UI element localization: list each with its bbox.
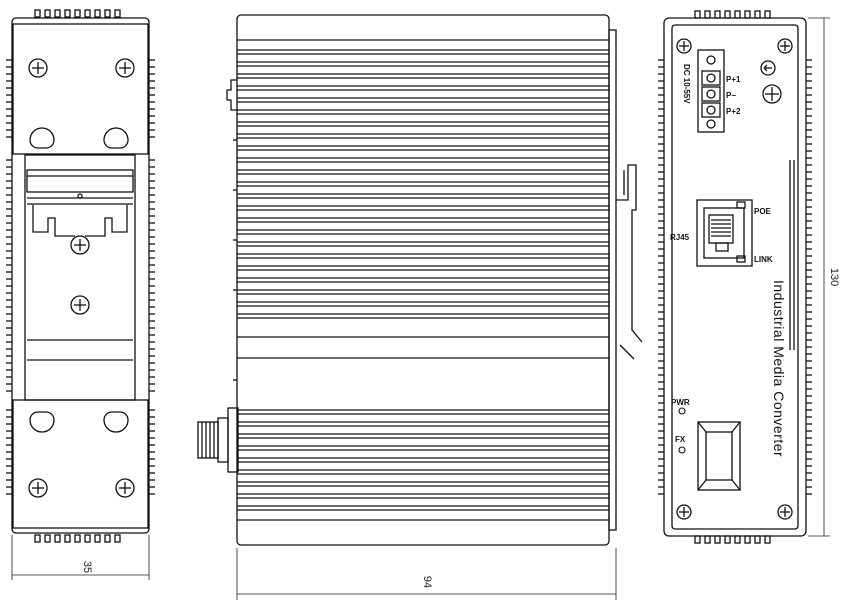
- notch-tooth: [74, 534, 81, 543]
- notch-tooth: [764, 535, 771, 544]
- notch-tooth: [704, 10, 711, 19]
- side-vent-ticks: [658, 59, 812, 495]
- mounting-slot-icon: [29, 127, 129, 433]
- notch-tooth: [764, 10, 771, 19]
- bottom-teeth: [694, 535, 771, 544]
- fx-led-icon: [678, 446, 686, 454]
- notch-tooth: [724, 535, 731, 544]
- notch-tooth: [54, 534, 61, 543]
- rj45-port-icon: [696, 199, 753, 267]
- notch-tooth: [34, 9, 41, 18]
- fx-led-label: FX: [675, 435, 686, 444]
- bottom-teeth: [34, 534, 121, 543]
- notch-tooth: [64, 9, 71, 18]
- dimension-width-middle: [236, 548, 617, 600]
- notch-tooth: [744, 535, 751, 544]
- pwr-led-icon: [678, 407, 686, 415]
- notch-tooth: [734, 535, 741, 544]
- notch-tooth: [104, 534, 111, 543]
- notch-tooth: [94, 534, 101, 543]
- dimension-width-left: [11, 535, 150, 580]
- cooling-fins-lower: [237, 409, 609, 511]
- screw-panel-icon: [676, 38, 793, 520]
- notch-tooth: [94, 9, 101, 18]
- dimension-label-35: 35: [81, 561, 93, 573]
- notch-tooth: [714, 10, 721, 19]
- screw-top-left-icon: [28, 58, 48, 78]
- power-rating-label: DC 10-55V: [682, 64, 691, 104]
- link-led-label: LINK: [754, 255, 773, 264]
- notch-tooth: [44, 9, 51, 18]
- notch-tooth: [694, 535, 701, 544]
- notch-tooth: [754, 535, 761, 544]
- notch-tooth: [734, 10, 741, 19]
- notch-tooth: [704, 535, 711, 544]
- terminal-pin-label-3: P+2: [726, 107, 741, 116]
- notch-tooth: [104, 9, 111, 18]
- notch-tooth: [744, 10, 751, 19]
- notch-tooth: [44, 534, 51, 543]
- poe-led-label: POE: [754, 207, 772, 216]
- rj45-label: RJ45: [670, 233, 690, 242]
- notch-tooth: [114, 534, 121, 543]
- ground-symbol-icon: [760, 60, 782, 104]
- top-teeth: [34, 9, 121, 18]
- notch-tooth: [724, 10, 731, 19]
- side-vent-ticks: [6, 59, 155, 495]
- top-teeth: [694, 10, 771, 19]
- terminal-pin-label-1: P+1: [726, 75, 741, 84]
- notch-tooth: [74, 9, 81, 18]
- notch-tooth: [694, 10, 701, 19]
- screw-bottom-icon: [28, 478, 135, 498]
- notch-tooth: [754, 10, 761, 19]
- dimension-height-right: [808, 17, 830, 537]
- product-name-label: Industrial Media Converter: [771, 280, 787, 457]
- dimension-label-94: 94: [421, 576, 433, 588]
- screw-top-right-icon: [115, 58, 135, 78]
- notch-tooth: [84, 534, 91, 543]
- pwr-led-label: PWR: [671, 398, 690, 407]
- cooling-fins-upper: [237, 49, 609, 319]
- notch-tooth: [114, 9, 121, 18]
- top-view-heatsink: [197, 14, 643, 546]
- screw-middle-icon: [70, 235, 90, 315]
- notch-tooth: [84, 9, 91, 18]
- fiber-port-icon: [697, 421, 741, 491]
- notch-tooth: [54, 9, 61, 18]
- notch-tooth: [714, 535, 721, 544]
- front-panel-view: [658, 10, 812, 544]
- terminal-pin-label-2: P−: [726, 91, 736, 100]
- notch-tooth: [34, 534, 41, 543]
- power-terminal-block: [697, 49, 725, 133]
- notch-tooth: [64, 534, 71, 543]
- side-view-din-rail: [6, 9, 155, 543]
- dimension-label-130: 130: [828, 268, 840, 286]
